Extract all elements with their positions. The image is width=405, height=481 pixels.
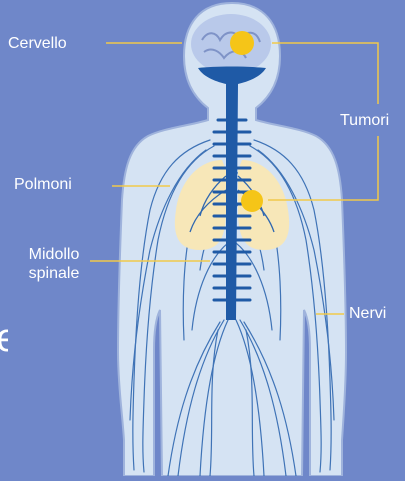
label-nervi: Nervi xyxy=(349,304,386,323)
leader-line-tumori xyxy=(272,43,378,104)
cropped-text-fragment: e xyxy=(0,318,8,358)
label-tumori: Tumori xyxy=(340,111,389,130)
label-polmoni: Polmoni xyxy=(14,175,72,194)
tumor-brain xyxy=(230,31,254,55)
label-midollo-spinale: Midollo spinale xyxy=(22,245,86,283)
tumor-lung xyxy=(241,190,263,212)
label-midollo-line1: Midollo xyxy=(22,245,86,264)
label-cervello: Cervello xyxy=(8,34,67,53)
label-midollo-line2: spinale xyxy=(22,264,86,283)
